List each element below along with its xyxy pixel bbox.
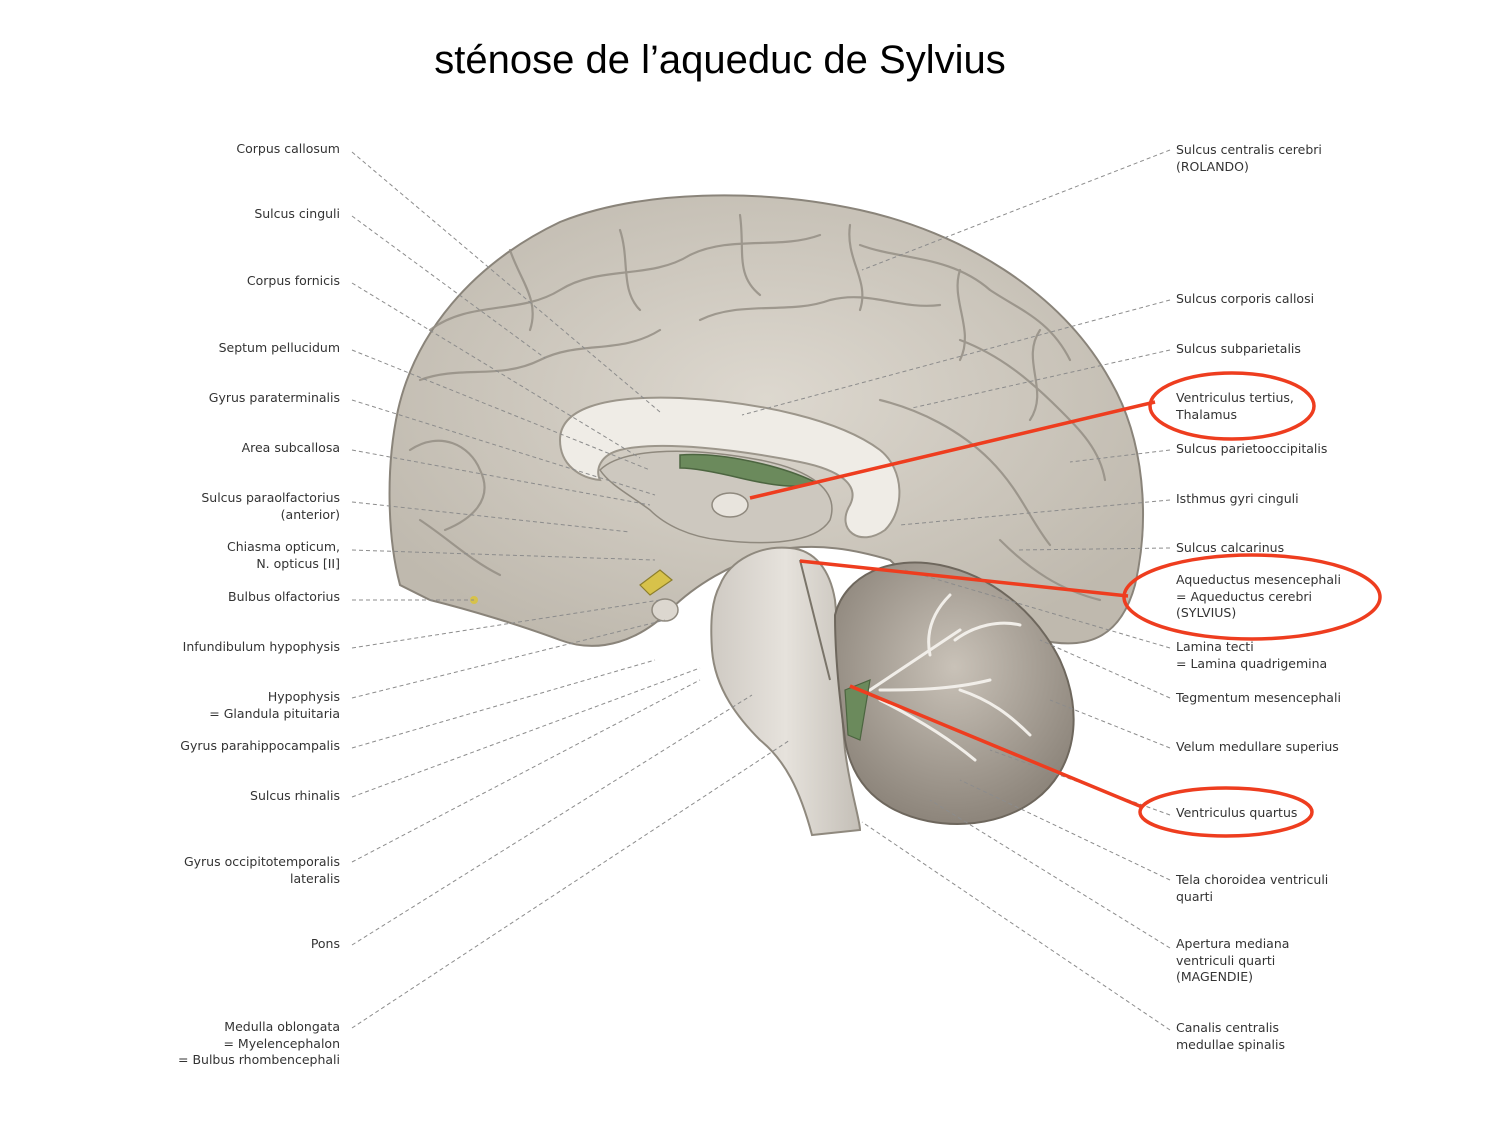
- label-lamina-tecti: Lamina tecti= Lamina quadrigemina: [1176, 639, 1328, 671]
- arbor-vitae: [868, 593, 1032, 762]
- label-bulbus-olfactorius: Bulbus olfactorius: [228, 589, 340, 604]
- label-medulla-oblongata: Medulla oblongata= Myelencephalon= Bulbu…: [178, 1019, 340, 1067]
- label-sulcus-paraolfactorius: Sulcus paraolfactorius(anterior): [201, 490, 340, 522]
- title-text: sténose de l’aqueduc de Sylvius: [434, 38, 1006, 82]
- pointer-aqueductus: [799, 559, 1129, 598]
- label-septum-pellucidum: Septum pellucidum: [218, 340, 340, 355]
- label-sulcus-parietooccipitalis: Sulcus parietooccipitalis: [1176, 441, 1328, 456]
- pointer-ventriculus-quartus: [849, 684, 1143, 809]
- label-chiasma-opticum: Chiasma opticum,N. opticus [II]: [226, 539, 340, 571]
- gyri-texture: [408, 213, 1107, 602]
- cerebellum: [833, 561, 1075, 825]
- corpus-callosum-shape: [558, 396, 901, 539]
- slide-title: sténose de l’aqueduc de Sylvius: [0, 38, 1500, 83]
- optic-nerve: [639, 569, 673, 596]
- label-corpus-callosum: Corpus callosum: [236, 141, 340, 156]
- label-sulcus-rhinalis: Sulcus rhinalis: [250, 788, 340, 803]
- label-sulcus-calcarinus: Sulcus calcarinus: [1176, 540, 1285, 555]
- label-pons: Pons: [310, 936, 340, 951]
- fourth-ventricle-shape: [844, 679, 871, 741]
- label-gyrus-paraterminalis: Gyrus paraterminalis: [208, 390, 340, 405]
- label-sulcus-cinguli: Sulcus cinguli: [254, 206, 340, 221]
- circle-aqueductus: [1122, 553, 1382, 641]
- label-sulcus-corporis-callosi: Sulcus corporis callosi: [1176, 291, 1315, 306]
- label-sulcus-centralis: Sulcus centralis cerebri(ROLANDO): [1176, 142, 1322, 174]
- label-velum-medullare: Velum medullare superius: [1176, 739, 1339, 754]
- brainstem: [710, 546, 862, 837]
- circle-ventriculus-quartus: [1138, 786, 1314, 838]
- label-tegmentum: Tegmentum mesencephali: [1176, 690, 1341, 705]
- label-ventriculus-quartus: Ventriculus quartus: [1176, 805, 1298, 820]
- aqueduct-shape: [799, 559, 831, 681]
- label-hypophysis: Hypophysis= Glandula pituitaria: [209, 689, 340, 721]
- leader-lines: [351, 149, 1171, 1031]
- label-sulcus-subparietalis: Sulcus subparietalis: [1176, 341, 1301, 356]
- hypophysis-shape: [651, 598, 679, 622]
- label-area-subcallosa: Area subcallosa: [241, 440, 340, 455]
- pointer-ventriculus-tertius: [749, 400, 1156, 500]
- circle-ventriculus-tertius: [1148, 371, 1316, 441]
- label-corpus-fornicis: Corpus fornicis: [246, 273, 340, 288]
- label-infundibulum: Infundibulum hypophysis: [182, 639, 340, 654]
- label-gyrus-parahippocampalis: Gyrus parahippocampalis: [180, 738, 340, 753]
- label-ventriculus-tertius: Ventriculus tertius,Thalamus: [1176, 390, 1294, 422]
- thalamus-oval: [711, 492, 749, 518]
- label-isthmus-gyri-cinguli: Isthmus gyri cinguli: [1176, 491, 1299, 506]
- highlight-annotations: [749, 371, 1382, 838]
- label-aqueductus: Aqueductus mesencephali= Aqueductus cere…: [1176, 572, 1341, 620]
